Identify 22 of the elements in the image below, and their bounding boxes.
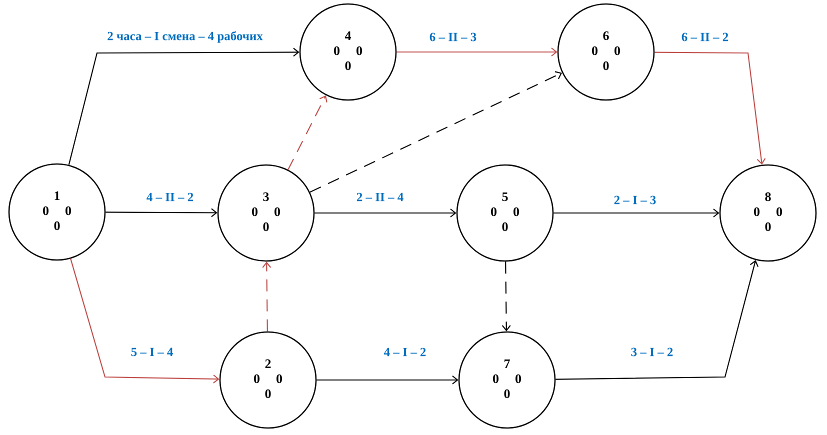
edge-label: 6 – II – 3 <box>428 32 478 42</box>
edge-label: 5 – I – 4 <box>130 346 174 358</box>
edge-label: 2 – I – 3 <box>612 194 658 206</box>
edge-label: 3 – I – 2 <box>630 346 674 358</box>
arrow <box>106 208 218 218</box>
edge-label: 6 – II – 2 <box>680 32 730 42</box>
arrow <box>316 376 458 384</box>
arrow <box>262 262 272 332</box>
edge-label: 2 часа – I смена – 4 рабочих <box>106 30 264 44</box>
arrow <box>70 258 220 384</box>
arrow <box>314 208 456 218</box>
edge-label: 2 – II – 4 <box>355 192 405 202</box>
arrow <box>502 262 511 332</box>
arrow <box>310 71 562 193</box>
arrow <box>556 260 759 380</box>
edge-label: 4 – II – 2 <box>145 192 195 202</box>
arrow <box>396 48 558 56</box>
edge-label: 4 – I – 2 <box>382 346 428 358</box>
arrow <box>68 48 300 165</box>
arrow <box>288 95 328 170</box>
arrow <box>554 208 720 218</box>
arrow <box>654 52 766 165</box>
